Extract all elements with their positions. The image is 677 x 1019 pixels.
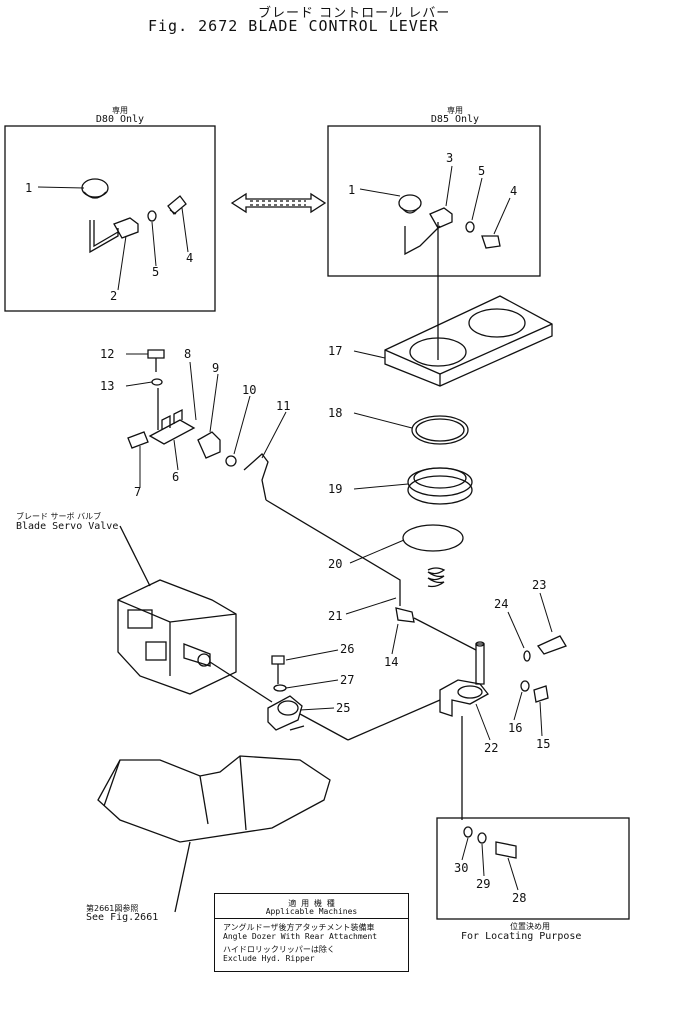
- part-number-1: 1: [348, 183, 355, 197]
- part-number-7: 7: [134, 485, 141, 499]
- spring-21: [427, 567, 446, 588]
- part-number-30: 30: [454, 861, 468, 875]
- part-number-9: 9: [212, 361, 219, 375]
- lever-22-assembly: [439, 635, 567, 820]
- frame-cover: [97, 755, 331, 913]
- part-number-27: 27: [340, 673, 354, 687]
- locating-parts: [463, 826, 517, 859]
- part-number-6: 6: [172, 470, 179, 484]
- part-number-4: 4: [510, 184, 517, 198]
- part-number-5: 5: [478, 164, 485, 178]
- part-number-13: 13: [100, 379, 114, 393]
- d80-lever-assembly: [81, 178, 187, 254]
- plate-17: [384, 295, 553, 387]
- part-number-4: 4: [186, 251, 193, 265]
- part-number-20: 20: [328, 557, 342, 571]
- part-number-23: 23: [532, 578, 546, 592]
- part-number-26: 26: [340, 642, 354, 656]
- applicable-line1-jp: アングルドーザ後方アタッチメント装備車: [223, 923, 375, 932]
- disc-20: [402, 524, 464, 552]
- applicable-line1: Angle Dozer With Rear Attachment: [223, 932, 378, 941]
- part-number-17: 17: [328, 344, 342, 358]
- applicable-title: Applicable Machines: [265, 907, 358, 916]
- servo-valve-label: Blade Servo Valve: [16, 521, 119, 532]
- d85-lever-assembly: [398, 194, 501, 360]
- link-14: [395, 607, 415, 623]
- see-fig-label: See Fig.2661: [86, 912, 159, 923]
- part-number-29: 29: [476, 877, 490, 891]
- see-fig-label-jp: 第2661図参照: [86, 904, 139, 913]
- servo-valve-label-jp: ブレード サーボ バルブ: [16, 512, 102, 521]
- left-box-title: D80 Only: [95, 114, 145, 125]
- part-number-24: 24: [494, 597, 508, 611]
- blade-servo-valve: [117, 579, 273, 703]
- part-number-18: 18: [328, 406, 342, 420]
- bracket-assembly: [127, 349, 401, 606]
- part-number-8: 8: [184, 347, 191, 361]
- part-number-28: 28: [512, 891, 526, 905]
- title-japanese: ブレード コントロール レバー: [258, 6, 451, 21]
- d85-box: [327, 125, 541, 277]
- part-number-11: 11: [276, 399, 290, 413]
- part-number-10: 10: [242, 383, 256, 397]
- ring-18: [411, 415, 469, 445]
- clamp-assembly: [267, 655, 305, 731]
- part-number-22: 22: [484, 741, 498, 755]
- locating-label: For Locating Purpose: [461, 931, 582, 942]
- part-number-3: 3: [446, 151, 453, 165]
- part-number-14: 14: [384, 655, 398, 669]
- part-number-15: 15: [536, 737, 550, 751]
- part-number-1: 1: [25, 181, 32, 195]
- locating-box: [436, 817, 630, 920]
- part-number-12: 12: [100, 347, 114, 361]
- applicable-line2-jp: ハイドロリックリッパーは除く: [223, 945, 335, 954]
- figure-title: Fig. 2672 BLADE CONTROL LEVER: [148, 17, 439, 35]
- part-number-16: 16: [508, 721, 522, 735]
- left-box-title-jp: 専用: [112, 106, 128, 115]
- double-arrow-icon: [230, 192, 327, 214]
- part-number-5: 5: [152, 265, 159, 279]
- applicable-title-jp: 適 用 機 種: [288, 899, 335, 908]
- right-box-title-jp: 専用: [447, 106, 463, 115]
- locating-label-jp: 位置決め用: [510, 922, 550, 931]
- part-number-2: 2: [110, 289, 117, 303]
- part-number-25: 25: [336, 701, 350, 715]
- applicable-line2: Exclude Hyd. Ripper: [223, 954, 315, 963]
- right-box-title: D85 Only: [430, 114, 480, 125]
- d80-box: [4, 125, 216, 312]
- seal-19: [407, 467, 473, 505]
- part-number-19: 19: [328, 482, 342, 496]
- applicable-machines-box: 適 用 機 種 Applicable Machines アングルドーザ後方アタッ…: [214, 893, 409, 972]
- part-number-21: 21: [328, 609, 342, 623]
- leader-lines: [37, 165, 553, 891]
- applicable-divider: [215, 918, 408, 919]
